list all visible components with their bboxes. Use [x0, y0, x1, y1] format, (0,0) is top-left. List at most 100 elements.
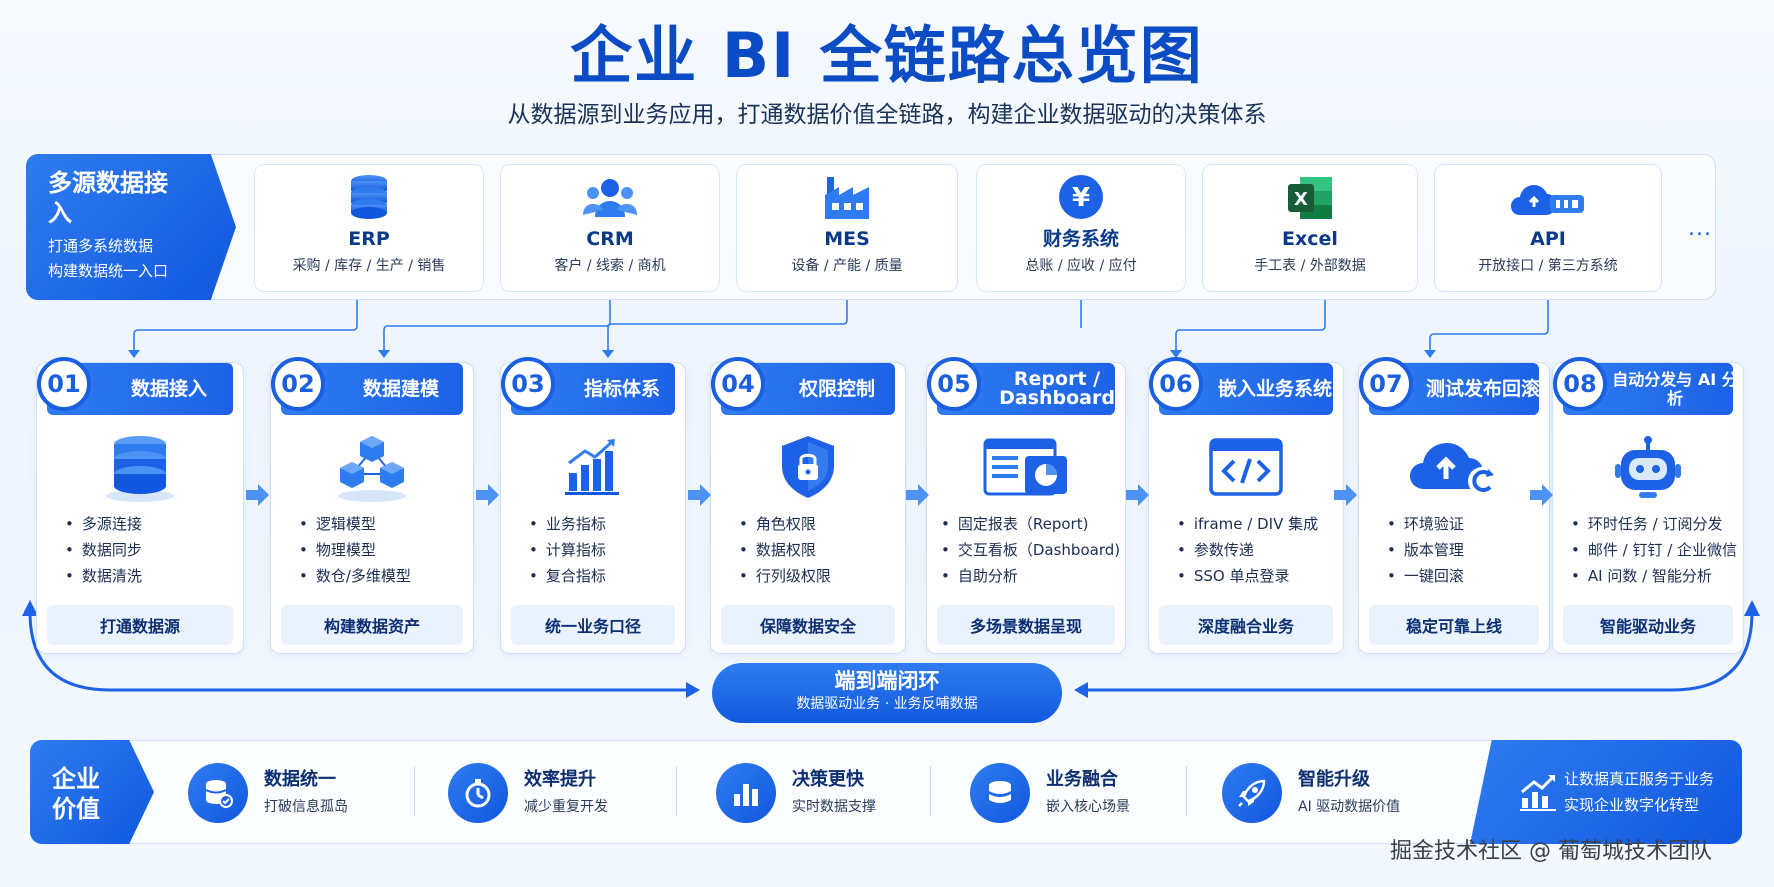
value-name: 效率提升: [524, 769, 596, 790]
stage-title: 自动分发与 AI 分析: [1612, 370, 1738, 408]
connector-arrowhead: [128, 350, 140, 358]
stage-bullet: 交互看板（Dashboard): [941, 537, 1121, 563]
connector-line: [383, 300, 611, 352]
stage-bullet: 逻辑模型: [299, 511, 469, 537]
stage-bullet: 邮件 / 钉钉 / 企业微信: [1571, 537, 1739, 563]
sources-tag-title: 多源数据接入: [48, 169, 168, 227]
bars-icon: [716, 763, 776, 823]
loop-arrowhead: [686, 682, 700, 698]
stage-footer: 稳定可靠上线: [1369, 605, 1539, 645]
connector-line: [133, 300, 358, 352]
stage-bullets: 业务指标 计算指标 复合指标: [529, 511, 681, 589]
layers-icon: [970, 763, 1030, 823]
more-sources-indicator[interactable]: ...: [1688, 216, 1712, 241]
dashboard-icon: [927, 429, 1125, 505]
stage-bullet: iframe / DIV 集成: [1177, 511, 1339, 537]
value-name: 决策更快: [792, 769, 864, 790]
value-tag: 企业价值: [30, 740, 154, 844]
source-name: MES: [824, 228, 870, 250]
trend-chart-icon: [1520, 774, 1556, 811]
source-card-mes[interactable]: MES 设备 / 产能 / 质量: [736, 164, 958, 292]
stage-bullet: 行列级权限: [739, 563, 901, 589]
stage-bullets: 多源连接 数据同步 数据清洗: [65, 511, 239, 589]
flow-arrow-icon: [906, 484, 929, 506]
stage-number: 03: [501, 357, 555, 411]
value-name: 业务融合: [1046, 769, 1118, 790]
stage-footer: 多场景数据呈现: [937, 605, 1115, 645]
stage-card-06[interactable]: 06 嵌入业务系统 iframe / DIV 集成 参数传递 SSO 单点登录 …: [1148, 357, 1344, 654]
value-summary-line-1: 让数据真正服务于业务: [1564, 770, 1715, 788]
source-name: ERP: [348, 228, 390, 250]
stage-card-07[interactable]: 07 测试发布回滚 环境验证 版本管理 一键回滚 稳定可靠上线: [1358, 357, 1550, 654]
stage-bullet: 数仓/多维模型: [299, 563, 469, 589]
stage-card-03[interactable]: 03 指标体系 业务指标 计算指标 复合指标 统一业务口径: [500, 357, 686, 654]
connector-arrowhead: [1170, 350, 1182, 358]
connector-arrowhead: [1424, 350, 1436, 358]
stage-title: 测试发布回滚: [1425, 377, 1540, 400]
stage-card-08[interactable]: 08 自动分发与 AI 分析 环时任务 / 订阅分发 邮件 / 钉钉 / 企业微…: [1552, 357, 1744, 654]
loop-arrow-right: [1088, 611, 1754, 692]
stage-bullets: iframe / DIV 集成 参数传递 SSO 单点登录: [1177, 511, 1339, 589]
stage-bullets: 环境验证 版本管理 一键回滚: [1387, 511, 1545, 589]
excel-icon: X: [1203, 165, 1417, 221]
value-divider: [676, 766, 677, 816]
stage-bullet: SSO 单点登录: [1177, 563, 1339, 589]
stage-footer: 智能驱动业务: [1563, 605, 1733, 645]
stage-number: 07: [1359, 357, 1413, 411]
database-icon: [255, 165, 483, 221]
cubes-icon: [271, 429, 473, 505]
stage-title: 指标体系: [583, 377, 660, 400]
value-sub: 减少重复开发: [524, 799, 608, 815]
stage-number: 04: [711, 357, 765, 411]
source-card-api[interactable]: API 开放接口 / 第三方系统: [1434, 164, 1662, 292]
value-panel: [30, 740, 1742, 844]
loop-arrowhead: [1074, 682, 1088, 698]
stage-bullet: 自助分析: [941, 563, 1121, 589]
page-subtitle: 从数据源到业务应用，打通数据价值全链路，构建企业数据驱动的决策体系: [507, 102, 1267, 128]
flow-arrow-icon: [476, 484, 499, 506]
connector-arrowhead: [378, 350, 390, 358]
stage-footer: 深度融合业务: [1159, 605, 1333, 645]
value-item-unify: 数据统一打破信息孤岛: [188, 760, 348, 826]
stage-bullets: 逻辑模型 物理模型 数仓/多维模型: [299, 511, 469, 589]
value-item-decision: 决策更快实时数据支撑: [716, 760, 876, 826]
value-divider: [930, 766, 931, 816]
source-card-erp[interactable]: ERP 采购 / 库存 / 生产 / 销售: [254, 164, 484, 292]
source-name: CRM: [586, 228, 634, 250]
sources-tag-desc-1: 打通多系统数据: [48, 237, 154, 255]
connector-arrowhead: [602, 350, 614, 358]
stage-bullet: 一键回滚: [1387, 563, 1545, 589]
stage-card-01[interactable]: 01 数据接入 多源连接 数据同步 数据清洗 打通数据源: [36, 357, 244, 654]
connector-line: [1175, 300, 1326, 352]
loop-arrowhead: [22, 600, 38, 616]
value-divider: [1186, 766, 1187, 816]
value-tag-label: 企业价值: [52, 765, 100, 823]
svg-text:¥: ¥: [1072, 183, 1090, 213]
source-sub: 总账 / 应收 / 应付: [1025, 258, 1137, 274]
source-card-finance[interactable]: ¥ 财务系统 总账 / 应收 / 应付: [976, 164, 1186, 292]
stage-bullet: 数据同步: [65, 537, 239, 563]
stage-bullets: 角色权限 数据权限 行列级权限: [739, 511, 901, 589]
value-name: 数据统一: [264, 769, 336, 790]
stage-card-05[interactable]: 05 Report / Dashboard 固定报表（Report) 交互看板（…: [926, 357, 1126, 654]
source-sub: 开放接口 / 第三方系统: [1478, 258, 1618, 274]
stage-bullet: 参数传递: [1177, 537, 1339, 563]
stage-card-02[interactable]: 02 数据建模 逻辑模型 物理模型 数仓/多维模型 构建数据资产: [270, 357, 474, 654]
source-card-excel[interactable]: X Excel 手工表 / 外部数据: [1202, 164, 1418, 292]
stage-footer: 保障数据安全: [721, 605, 895, 645]
value-name: 智能升级: [1298, 769, 1370, 790]
users-icon: [501, 165, 719, 221]
stage-footer: 打通数据源: [47, 605, 233, 645]
code-window-icon: [1149, 429, 1343, 505]
closed-loop-banner: 端到端闭环 数据驱动业务 · 业务反哺数据: [712, 663, 1062, 723]
source-card-crm[interactable]: CRM 客户 / 线索 / 商机: [500, 164, 720, 292]
stage-title: 权限控制: [798, 377, 875, 400]
value-sub: 实时数据支撑: [792, 799, 876, 815]
stage-card-04[interactable]: 04 权限控制 角色权限 数据权限 行列级权限 保障数据安全: [710, 357, 906, 654]
stage-title: 数据建模: [362, 377, 439, 400]
stage-number: 08: [1553, 357, 1607, 411]
stage-footer: 构建数据资产: [281, 605, 463, 645]
value-item-efficiency: 效率提升减少重复开发: [448, 760, 608, 826]
loop-subtitle: 数据驱动业务 · 业务反哺数据: [796, 696, 978, 712]
